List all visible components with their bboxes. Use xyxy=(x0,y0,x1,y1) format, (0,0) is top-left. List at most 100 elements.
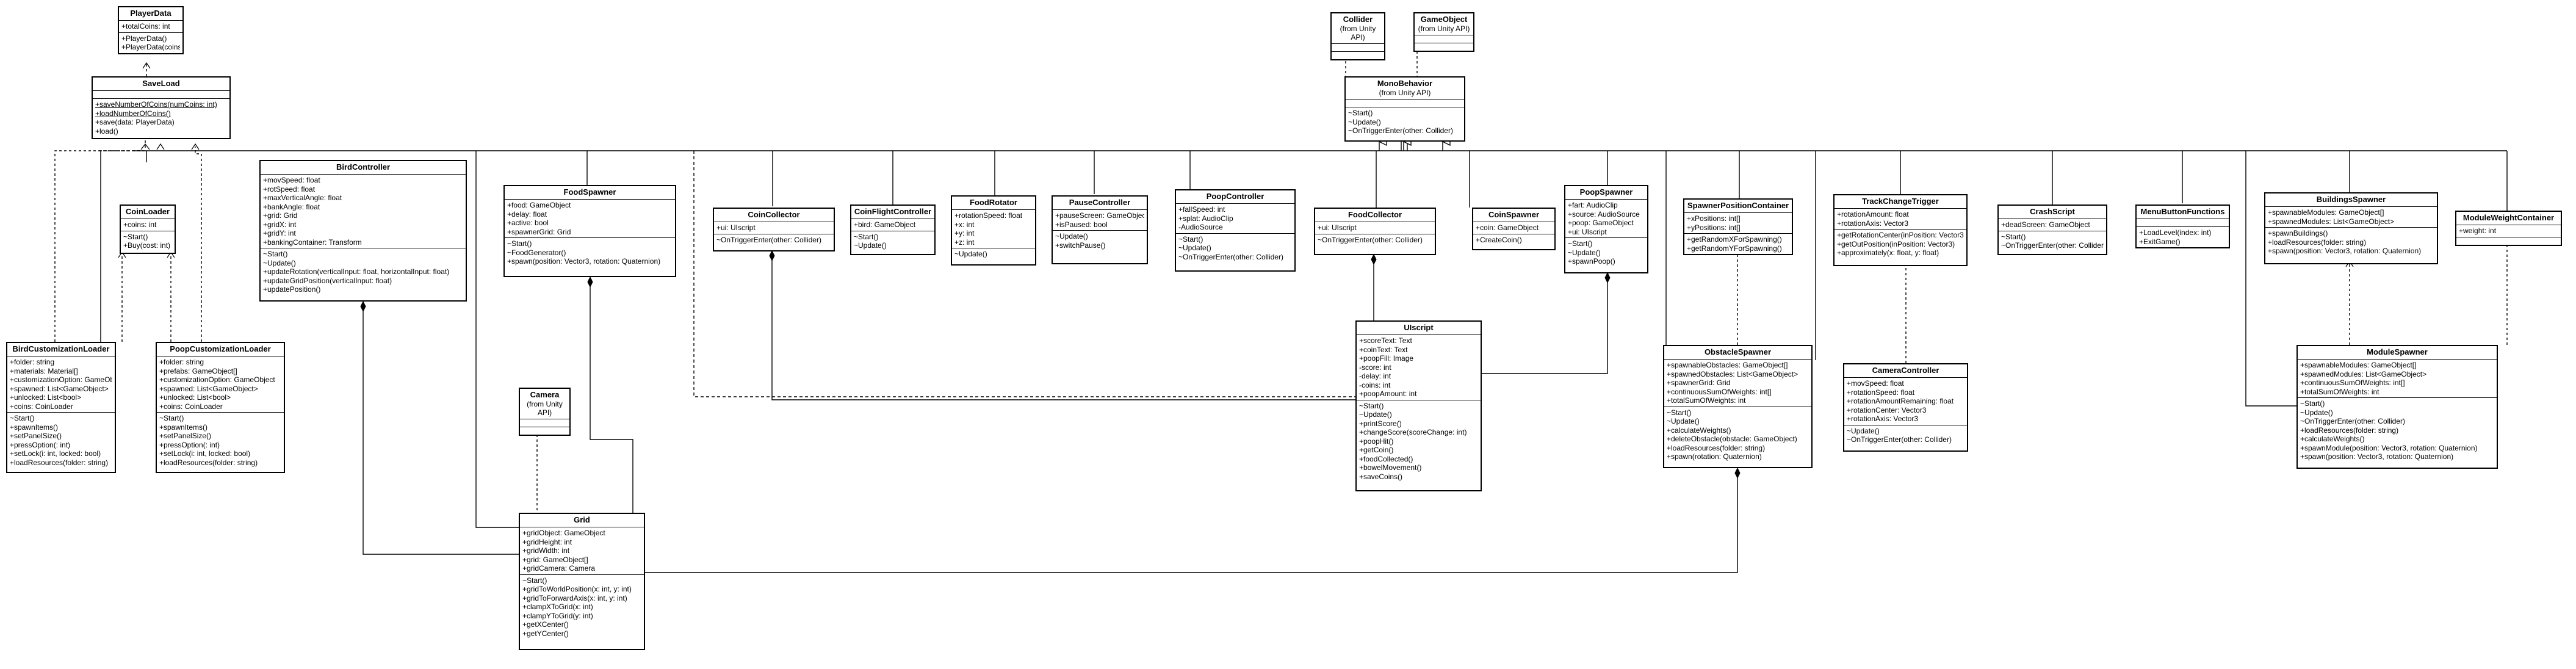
class-coin-loader[interactable]: CoinLoader+coins: int~Start()+Buy(cost: … xyxy=(120,204,176,254)
class-header: TrackChangeTrigger xyxy=(1835,195,1966,209)
attributes-section: +ui: UIscript xyxy=(714,222,834,234)
class-poop-spawner[interactable]: PoopSpawner+fart: AudioClip+source: Audi… xyxy=(1564,185,1648,273)
class-game-object[interactable]: GameObject(from Unity API) xyxy=(1413,12,1474,52)
operation: ~Start() xyxy=(1178,234,1203,244)
class-coin-flight-controller[interactable]: CoinFlightController+bird: GameObject~St… xyxy=(850,204,936,255)
class-mono-behavior[interactable]: MonoBehavior(from Unity API)~Start()~Upd… xyxy=(1344,76,1465,142)
class-header: FoodSpawner xyxy=(505,186,675,200)
class-header: SaveLoad xyxy=(93,78,229,91)
operation: +gridToForwardAxis(x: int, y: int) xyxy=(522,593,627,602)
class-collider[interactable]: Collider(from Unity API) xyxy=(1330,12,1385,60)
attributes-section: +fart: AudioClip+source: AudioSource+poo… xyxy=(1565,200,1647,238)
attribute: +coinText: Text xyxy=(1359,345,1408,354)
foodspawner-grid xyxy=(590,278,633,513)
class-spawner-position-container[interactable]: SpawnerPositionContainer+xPositions: int… xyxy=(1683,198,1793,255)
poopspawner-uiscript xyxy=(1480,273,1608,374)
class-header: CoinFlightController xyxy=(851,206,934,219)
class-uiscript[interactable]: UIscript+scoreText: Text+coinText: Text+… xyxy=(1355,320,1482,491)
attribute: +poop: GameObject xyxy=(1568,219,1634,227)
attribute: +folder: string xyxy=(10,358,55,366)
class-coin-collector[interactable]: CoinCollector+ui: UIscript~OnTriggerEnte… xyxy=(713,208,835,251)
class-camera-controller[interactable]: CameraController+movSpeed: float+rotatio… xyxy=(1843,363,1968,452)
attribute: +rotationSpeed: float xyxy=(1847,388,1915,397)
class-name: ObstacleSpawner xyxy=(1704,347,1772,356)
operations-section: +getRandomXForSpawning()+getRandomYForSp… xyxy=(1684,234,1792,254)
class-save-load[interactable]: SaveLoad+saveNumberOfCoins(numCoins: int… xyxy=(92,76,231,139)
operation: ~OnTriggerEnter(other: Collider) xyxy=(1178,252,1283,261)
attributes-section: +bird: GameObject xyxy=(851,219,934,231)
attributes-section: +ui: UIscript xyxy=(1315,222,1435,234)
class-poop-controller[interactable]: PoopController+fallSpeed: int+splat: Aud… xyxy=(1175,189,1296,272)
operation: +loadResources(folder: string) xyxy=(2268,237,2367,247)
class-name: Collider xyxy=(1343,15,1373,24)
attributes-section: +weight: int xyxy=(2456,225,2561,237)
class-food-collector[interactable]: FoodCollector+ui: UIscript~OnTriggerEnte… xyxy=(1314,208,1436,255)
attribute: +customizationOption: GameObject xyxy=(10,375,112,384)
class-header: PauseController xyxy=(1053,197,1147,210)
attribute: +movSpeed: float xyxy=(263,176,320,184)
attribute: +gridX: int xyxy=(263,220,297,229)
operation: ~Update() xyxy=(1055,232,1088,240)
operation: ~Start() xyxy=(159,414,184,422)
class-name: CrashScript xyxy=(2030,207,2075,216)
operation: +PlayerData() xyxy=(121,34,167,43)
operation: ~OnTriggerEnter(other: Collider) xyxy=(716,235,821,244)
operation: ~Start() xyxy=(1359,401,1384,410)
class-coin-spawner[interactable]: CoinSpawner+coin: GameObject+CreateCoin(… xyxy=(1472,208,1556,250)
attribute: +continuousSumOfWeights: int[] xyxy=(1667,387,1772,396)
class-name: CameraController xyxy=(1872,366,1939,375)
class-module-weight-container[interactable]: ModuleWeightContainer+weight: int xyxy=(2455,211,2562,246)
class-bird-customization-loader[interactable]: BirdCustomizationLoader+folder: string+m… xyxy=(6,342,116,473)
operations-section: ~Start()~FoodGenerator()+spawn(position:… xyxy=(505,238,675,267)
attribute: +spawnedObstacles: List<GameObject> xyxy=(1667,369,1799,378)
class-name: SaveLoad xyxy=(142,79,180,88)
operation: +loadResources(folder: string) xyxy=(1667,443,1766,452)
operation: +calculateWeights() xyxy=(1667,425,1731,435)
class-camera[interactable]: Camera(from Unity API) xyxy=(519,388,571,436)
class-grid[interactable]: Grid+gridObject: GameObject+gridHeight: … xyxy=(519,513,645,650)
operation: +spawnItems() xyxy=(159,422,208,432)
operation: +save(data: PlayerData) xyxy=(95,118,175,126)
operation: +getXCenter() xyxy=(522,620,569,629)
operation: +loadNumberOfCoins() xyxy=(95,109,171,118)
attributes-section xyxy=(1332,44,1384,52)
operation: +getYCenter() xyxy=(522,629,569,638)
class-name: ModuleSpawner xyxy=(2367,347,2428,356)
operations-section: ~Start()~Update()~OnTriggerEnter(other: … xyxy=(1346,107,1464,137)
operation: ~Start() xyxy=(2300,399,2325,408)
operations-section: +CreateCoin() xyxy=(1473,234,1554,246)
class-obstacle-spawner[interactable]: ObstacleSpawner +spawnableObstacles: Game… xyxy=(1663,345,1813,468)
class-bird-controller[interactable]: BirdController+movSpeed: float+rotSpeed:… xyxy=(259,160,467,302)
operations-section: ~Start()~Update()+spawnPoop() xyxy=(1565,238,1647,267)
attribute: +food: GameObject xyxy=(507,201,571,209)
class-module-spawner[interactable]: ModuleSpawner+spawnableModules: GameObje… xyxy=(2296,345,2498,469)
class-pause-controller[interactable]: PauseController+pauseScreen: GameObject+… xyxy=(1052,195,1148,264)
class-buildings-spawner[interactable]: BuildingsSpawner+spawnableModules: GameO… xyxy=(2264,192,2438,264)
class-crash-script[interactable]: CrashScript+deadScreen: GameObject~Start… xyxy=(1997,204,2107,255)
attribute: +fallSpeed: int xyxy=(1178,205,1225,214)
attribute: +pauseScreen: GameObject xyxy=(1055,211,1144,220)
attribute: +spawnedModules: List<GameObject> xyxy=(2300,369,2427,378)
class-poop-customization-loader[interactable]: PoopCustomizationLoader+folder: string+p… xyxy=(156,342,285,473)
operation: ~OnTriggerEnter(other: Collider) xyxy=(2300,417,2405,425)
class-food-spawner[interactable]: FoodSpawner+food: GameObject+delay: floa… xyxy=(503,185,676,277)
operation: ~OnTriggerEnter(other: Collider) xyxy=(1847,435,1952,444)
operation: +saveCoins() xyxy=(1359,472,1403,481)
class-stereotype: (from Unity API) xyxy=(1379,89,1431,97)
class-name: FoodRotator xyxy=(970,198,1017,207)
class-track-change-trigger[interactable]: TrackChangeTrigger+rotationAmount: float… xyxy=(1833,194,1968,266)
operation: ~OnTriggerEnter(other: Collider) xyxy=(1348,126,1453,135)
class-header: BuildingsSpawner xyxy=(2265,193,2437,207)
operation: ~Start() xyxy=(2001,232,2026,241)
class-header: ModuleWeightContainer xyxy=(2456,212,2561,225)
class-name: FoodSpawner xyxy=(563,187,616,197)
attributes-section: +xPositions: int[]+yPositions: int[] xyxy=(1684,213,1792,234)
class-player-data[interactable]: PlayerData+totalCoins: int+PlayerData()+… xyxy=(118,6,184,54)
class-menu-button-functions[interactable]: MenuButtonFunctions+LoadLevel(index: int… xyxy=(2135,204,2230,248)
attribute: +rotationCenter: Vector3 xyxy=(1847,405,1927,414)
attribute: +spawnableObstacles: GameObject[] xyxy=(1667,361,1788,369)
class-food-rotator[interactable]: FoodRotator+rotationSpeed: float+x: int+… xyxy=(951,195,1036,266)
attribute: +totalSumOfWeights: int xyxy=(1667,396,1746,405)
class-header: Grid xyxy=(520,514,644,527)
operation: +deleteObstacle(obstacle: GameObject) xyxy=(1667,435,1797,443)
